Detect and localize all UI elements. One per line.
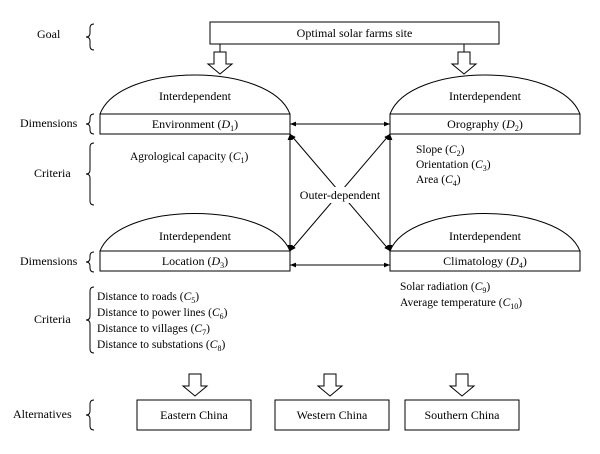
goal-box — [209, 21, 500, 45]
criterion-area: Area (C4) — [416, 174, 461, 188]
alternative-label-western: Western China — [297, 408, 368, 422]
criterion-average-temperature: Average temperature (C10) — [400, 297, 522, 311]
outer-dependent-label: Outer-dependent — [300, 188, 381, 202]
alternative-arrow-eastern — [181, 373, 209, 397]
brace-alternatives — [85, 399, 95, 431]
brace-dimensions-bottom — [85, 251, 95, 273]
alternative-arrow-southern — [448, 373, 476, 397]
criterion-distance-to-substations: Distance to substations (C8) — [97, 339, 225, 353]
level-label-dimensions-bottom: Dimensions — [20, 254, 78, 268]
arc-label-climatology: Interdependent — [449, 229, 522, 243]
criterion-solar-radiation: Solar radiation (C9) — [400, 281, 490, 295]
arc-climatology — [389, 213, 581, 252]
level-label-alternatives: Alternatives — [13, 407, 72, 421]
criterion-slope: Slope (C2) — [416, 144, 465, 158]
criterion-distance-to-villages: Distance to villages (C7) — [97, 323, 210, 337]
goal-connector — [219, 44, 465, 52]
dimension-label-location: Location (D3) — [162, 254, 228, 270]
criterion-agrological-capacity: Agrological capacity (C1) — [130, 151, 249, 165]
alternative-box-eastern — [136, 399, 252, 431]
outer-label-backdrop — [296, 187, 384, 203]
goal-label: Optimal solar farms site — [297, 26, 413, 40]
criterion-distance-to-power-lines: Distance to power lines (C6) — [97, 307, 228, 321]
criterion-orientation: Orientation (C3) — [416, 159, 491, 173]
dimension-label-environment: Environment (D1) — [152, 117, 238, 133]
alternative-label-eastern: Eastern China — [160, 408, 228, 422]
arc-location — [99, 213, 291, 252]
arc-orography — [389, 74, 581, 115]
level-label-goal: Goal — [37, 27, 61, 41]
dimension-label-orography: Orography (D2) — [447, 117, 523, 133]
goal-arrow-left — [206, 51, 234, 75]
arc-label-orography: Interdependent — [449, 89, 522, 103]
dimension-label-climatology: Climatology (D4) — [443, 254, 527, 270]
brace-dimensions-top — [85, 113, 95, 135]
alternative-label-southern: Southern China — [425, 408, 501, 422]
arc-environment — [99, 74, 291, 115]
alternative-box-southern — [404, 399, 520, 431]
criterion-distance-to-roads: Distance to roads (C5) — [97, 291, 199, 305]
arc-label-environment: Interdependent — [159, 89, 232, 103]
brace-goal — [85, 23, 95, 51]
goal-arrow-right — [450, 51, 478, 75]
dimension-box-location — [99, 250, 291, 272]
brace-criteria-top — [85, 142, 95, 206]
level-label-criteria-bottom: Criteria — [34, 312, 71, 326]
level-label-criteria-top: Criteria — [34, 166, 71, 180]
alternative-arrow-western — [316, 373, 344, 397]
alternative-box-western — [274, 399, 390, 431]
level-label-dimensions-top: Dimensions — [20, 116, 78, 130]
brace-criteria-bottom — [85, 286, 95, 354]
dimension-box-climatology — [389, 250, 581, 272]
arc-label-location: Interdependent — [159, 229, 232, 243]
